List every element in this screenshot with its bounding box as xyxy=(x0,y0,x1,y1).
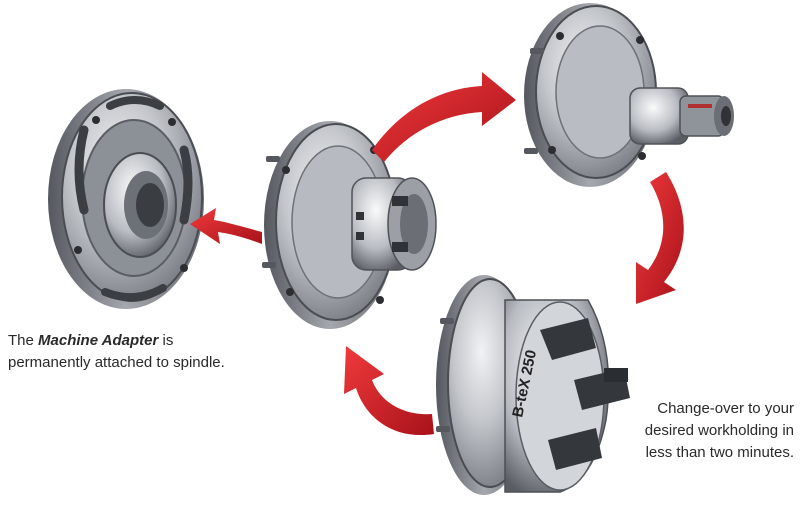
adapter-caption: The Machine Adapter is permanently attac… xyxy=(8,330,308,374)
arrow-to-adapter xyxy=(190,208,262,244)
adapter-caption-emphasis: Machine Adapter xyxy=(38,332,159,349)
changeover-caption: Change-over to your desired workholding … xyxy=(606,398,794,464)
adapter-caption-prefix: The xyxy=(8,332,39,349)
changeover-caption-line3: less than two minutes. xyxy=(645,444,794,461)
three-jaw-chuck-image xyxy=(436,275,630,495)
arrow-to-quick-change-hub xyxy=(344,346,434,436)
quick-change-hub-image xyxy=(262,121,437,329)
changeover-caption-line1: Change-over to your xyxy=(657,400,794,417)
arrow-to-collet-chuck xyxy=(372,72,516,162)
adapter-caption-line1: The Machine Adapter is xyxy=(8,330,308,352)
adapter-caption-line2: permanently attached to spindle. xyxy=(8,354,225,371)
changeover-caption-line2: desired workholding in xyxy=(644,422,794,439)
arrow-to-three-jaw-chuck xyxy=(636,172,684,304)
adapter-caption-suffix: is xyxy=(158,332,174,349)
machine-adapter-image xyxy=(48,89,204,309)
collet-chuck-image xyxy=(524,3,734,187)
